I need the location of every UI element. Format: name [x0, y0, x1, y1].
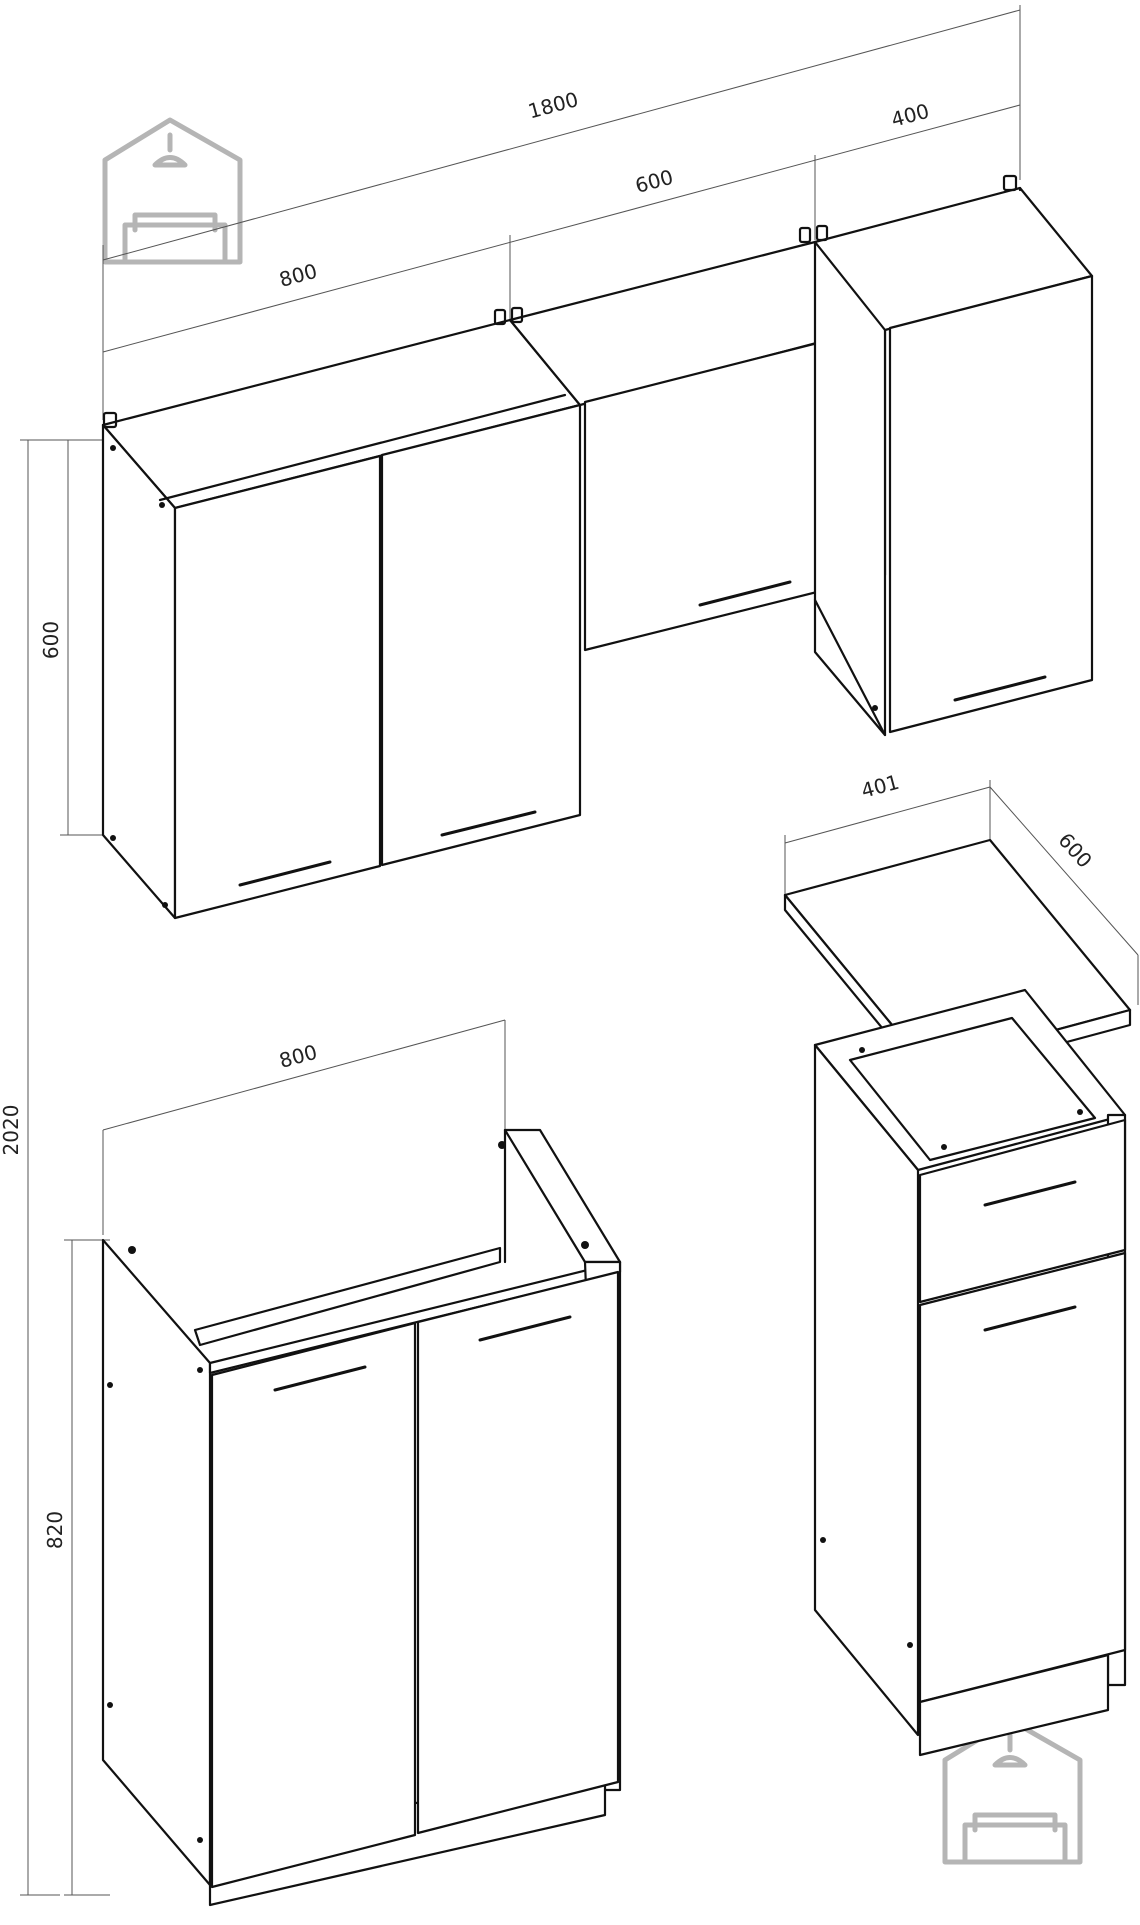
upper-cabinet-left [101, 318, 582, 920]
dim-lower-height: 820 [43, 1511, 67, 1549]
dim-total-width: 1800 [525, 87, 580, 123]
dim-total-height: 2020 [0, 1105, 23, 1156]
drawer-cabinet-dots [820, 1047, 1083, 1648]
house-sofa-icon [102, 117, 243, 265]
hinge-dots [110, 445, 878, 908]
upper-cabinet-right [813, 186, 1094, 734]
dim-worktop-width: 401 [859, 770, 902, 803]
dimension-lines [20, 5, 1139, 1896]
dim-upper-middle-width: 600 [633, 165, 676, 198]
dim-upper-right-width: 400 [889, 99, 932, 132]
lower-sink-cabinet [101, 1128, 622, 1907]
dim-upper-left-width: 800 [277, 259, 320, 292]
dim-lower-sink-width: 800 [277, 1040, 320, 1073]
dim-upper-height: 600 [39, 621, 63, 659]
upper-handles [238, 580, 1047, 887]
lower-drawer-handles [983, 1180, 1077, 1332]
lower-drawer-cabinet [813, 988, 1127, 1757]
lower-hinge-dots [107, 1141, 589, 1843]
lower-sink-handles [273, 1315, 572, 1392]
upper-cabinet-middle [508, 240, 887, 737]
hanging-brackets [102, 174, 1018, 429]
